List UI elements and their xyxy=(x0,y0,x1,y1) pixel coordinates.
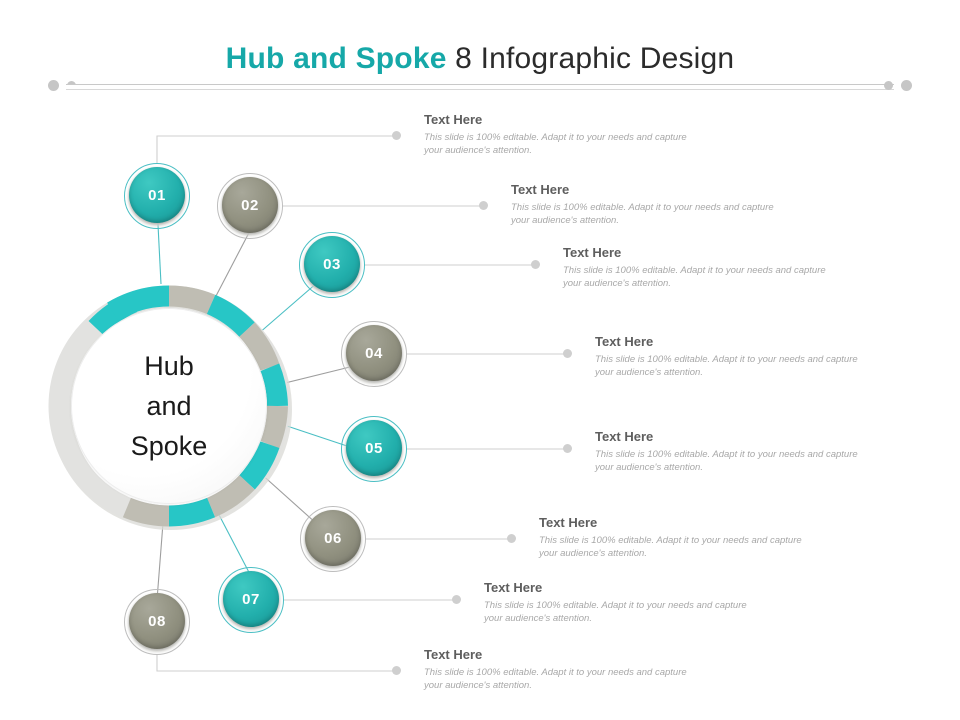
node-outer-ring xyxy=(341,321,407,387)
node-outer-ring xyxy=(341,416,407,482)
connector-end-dot-6 xyxy=(507,534,516,543)
text-block-title: Text Here xyxy=(563,245,622,260)
text-block-5: Text Here This slide is 100% editable. A… xyxy=(595,429,873,474)
header: Hub and Spoke 8 Infographic Design xyxy=(0,40,960,100)
node-number: 05 xyxy=(365,439,383,457)
text-block-2: Text Here This slide is 100% editable. A… xyxy=(511,182,789,227)
divider-dot-left-outer xyxy=(48,80,59,91)
connector-end-dot-8 xyxy=(392,666,401,675)
node-core: 08 xyxy=(129,593,185,649)
node-number: 01 xyxy=(148,186,166,204)
node-06[interactable]: 06 xyxy=(300,506,366,572)
text-block-1: Text Here This slide is 100% editable. A… xyxy=(424,112,702,157)
connector-end-dot-4 xyxy=(563,349,572,358)
text-block-body: This slide is 100% editable. Adapt it to… xyxy=(563,265,826,289)
text-block-7: Text Here This slide is 100% editable. A… xyxy=(484,580,762,625)
node-outer-ring xyxy=(218,567,284,633)
divider-dot-right-inner xyxy=(884,81,893,90)
node-core: 06 xyxy=(305,510,361,566)
text-block-title: Text Here xyxy=(539,515,598,530)
node-outer-ring xyxy=(299,232,365,298)
hub-ring xyxy=(48,285,292,530)
node-03[interactable]: 03 xyxy=(299,232,365,298)
node-number: 06 xyxy=(324,529,342,547)
header-divider xyxy=(48,78,912,94)
node-core: 01 xyxy=(129,167,185,223)
text-block-title: Text Here xyxy=(484,580,543,595)
node-outer-ring xyxy=(300,506,366,572)
connector-end-dot-5 xyxy=(563,444,572,453)
hub-circle: Hub and Spoke xyxy=(45,282,293,530)
text-block-title: Text Here xyxy=(595,429,654,444)
text-block-title: Text Here xyxy=(424,112,483,127)
text-block-3: Text Here This slide is 100% editable. A… xyxy=(563,245,841,290)
text-block-6: Text Here This slide is 100% editable. A… xyxy=(539,515,817,560)
node-number: 03 xyxy=(323,255,341,273)
hub-inner-disc: Hub and Spoke xyxy=(71,308,267,504)
node-core: 04 xyxy=(346,325,402,381)
text-block-body: This slide is 100% editable. Adapt it to… xyxy=(595,354,858,378)
text-block-title: Text Here xyxy=(511,182,570,197)
node-07[interactable]: 07 xyxy=(218,567,284,633)
page-title: Hub and Spoke 8 Infographic Design xyxy=(0,40,960,78)
node-number: 04 xyxy=(365,344,383,362)
text-block-body: This slide is 100% editable. Adapt it to… xyxy=(484,600,747,624)
hub-label: Hub and Spoke xyxy=(130,351,208,461)
node-number: 02 xyxy=(241,196,259,214)
text-block-body: This slide is 100% editable. Adapt it to… xyxy=(424,667,687,691)
node-core: 05 xyxy=(346,420,402,476)
node-01[interactable]: 01 xyxy=(124,163,190,229)
node-02[interactable]: 02 xyxy=(217,173,283,239)
node-outer-ring xyxy=(124,163,190,229)
page-title-accent: Hub and Spoke xyxy=(225,42,447,75)
connector-end-dot-1 xyxy=(392,131,401,140)
text-block-body: This slide is 100% editable. Adapt it to… xyxy=(424,132,687,156)
node-08[interactable]: 08 xyxy=(124,589,190,655)
node-core: 07 xyxy=(223,571,279,627)
connector-end-dot-2 xyxy=(479,201,488,210)
text-block-title: Text Here xyxy=(424,647,483,662)
node-core: 02 xyxy=(222,177,278,233)
text-block-title: Text Here xyxy=(595,334,654,349)
divider-dot-right-outer xyxy=(901,80,912,91)
text-block-8: Text Here This slide is 100% editable. A… xyxy=(424,647,702,692)
node-number: 08 xyxy=(148,612,166,630)
node-number: 07 xyxy=(242,590,260,608)
connector-end-dot-3 xyxy=(531,260,540,269)
divider-line xyxy=(66,84,894,90)
text-block-body: This slide is 100% editable. Adapt it to… xyxy=(511,202,774,226)
page-title-plain: 8 Infographic Design xyxy=(446,42,735,75)
text-block-body: This slide is 100% editable. Adapt it to… xyxy=(539,535,802,559)
node-04[interactable]: 04 xyxy=(341,321,407,387)
node-outer-ring xyxy=(124,589,190,655)
text-block-4: Text Here This slide is 100% editable. A… xyxy=(595,334,873,379)
text-block-body: This slide is 100% editable. Adapt it to… xyxy=(595,449,858,473)
node-outer-ring xyxy=(217,173,283,239)
node-core: 03 xyxy=(304,236,360,292)
node-05[interactable]: 05 xyxy=(341,416,407,482)
connector-end-dot-7 xyxy=(452,595,461,604)
